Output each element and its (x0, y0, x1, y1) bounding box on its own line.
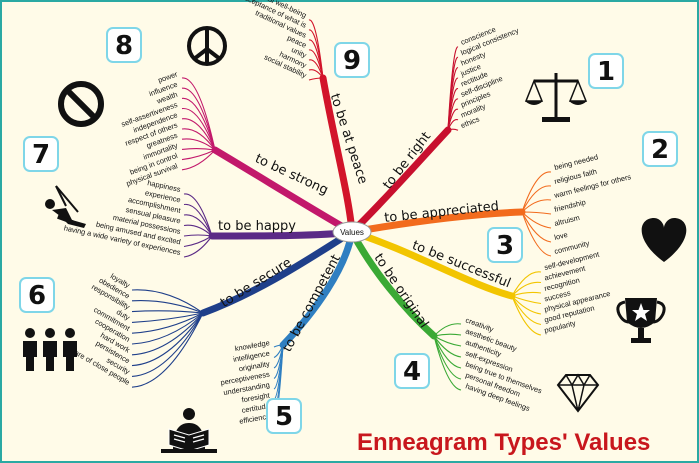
leaf-connector (308, 59, 324, 79)
leaf-connector (183, 214, 213, 237)
leaf-connector (433, 323, 462, 337)
leaf-connector (447, 108, 459, 131)
branch-1 (348, 126, 452, 236)
svg-text:5: 5 (275, 402, 293, 432)
scales-icon (524, 73, 588, 122)
type-number-1: 1 (588, 53, 624, 89)
leaf-connector (183, 193, 213, 237)
svg-text:3: 3 (496, 231, 514, 261)
center-label: Values (340, 228, 364, 237)
leaf-connector (131, 312, 204, 356)
leaf-connector (308, 77, 324, 81)
svg-text:4: 4 (403, 357, 421, 387)
branch-3 (348, 228, 516, 300)
leaf-connector (511, 281, 542, 297)
svg-text:9: 9 (343, 46, 361, 76)
leaf-connector (131, 312, 204, 323)
leaf-connector (433, 335, 462, 369)
leaf-connector (521, 211, 552, 215)
svg-text:7: 7 (32, 140, 50, 170)
leaf-connector (181, 147, 216, 151)
leaf-connector (181, 108, 216, 151)
leaf-connector (433, 335, 462, 347)
leaf-connector (521, 211, 552, 229)
type-number-6: 6 (19, 277, 55, 313)
leaf-connector (181, 149, 216, 171)
leaf-connector (521, 185, 552, 213)
branch-label-7: to be happy (218, 219, 296, 234)
type-number-5: 5 (266, 398, 302, 434)
leaf-connector (131, 300, 204, 314)
branch-9 (319, 74, 356, 236)
leaf-connector (521, 199, 552, 213)
leaf-connector (131, 289, 204, 314)
leaf-connector (511, 295, 542, 305)
leaf-connector (521, 171, 552, 213)
prohibited-icon (58, 81, 104, 127)
svg-text:6: 6 (28, 281, 46, 311)
value-label: love (553, 230, 568, 242)
svg-text:2: 2 (651, 135, 669, 165)
leaf-connector (183, 235, 213, 258)
heart-icon (641, 218, 687, 262)
leaf-connector (131, 312, 204, 345)
leaf-connector (511, 295, 542, 336)
svg-text:8: 8 (115, 31, 133, 61)
leaf-connector (181, 149, 216, 161)
peace-icon (187, 26, 227, 66)
type-number-3: 3 (487, 227, 523, 263)
page-title: Enneagram Types' Values (357, 429, 651, 456)
leaf-connector (521, 211, 552, 243)
type-number-7: 7 (23, 136, 59, 172)
leaf-connector (181, 87, 216, 151)
leaf-connector (131, 312, 204, 334)
type-number-2: 2 (642, 131, 678, 167)
leaf-connector (181, 138, 216, 151)
leaf-connector (181, 128, 216, 151)
type-number-9: 9 (334, 42, 370, 78)
trophy-icon (616, 298, 666, 343)
leaf-connector (511, 271, 542, 297)
leaf-connector (447, 118, 459, 131)
leaf-connector (183, 234, 213, 237)
leaf-connector (273, 344, 284, 348)
leaf-connector (131, 310, 204, 314)
branch-4 (348, 228, 438, 340)
leaf-connector (181, 97, 216, 151)
leaf-connector (131, 312, 204, 367)
type-number-8: 8 (106, 27, 142, 63)
reader-icon (161, 408, 217, 453)
center-node: Values (332, 221, 372, 243)
leaf-connector (308, 69, 324, 79)
leaf-connector (131, 312, 204, 377)
leaf-connector (433, 335, 462, 358)
diamond-icon (556, 373, 600, 413)
swing-icon (45, 185, 86, 228)
branch-2 (348, 208, 526, 236)
leaf-connector (183, 235, 213, 248)
leaf-connector (183, 224, 213, 237)
leaf-connector (511, 295, 542, 315)
leaf-connector (521, 211, 552, 257)
svg-text:1: 1 (597, 57, 615, 87)
leaf-connector (181, 118, 216, 151)
leaf-connector (131, 312, 204, 388)
type-number-4: 4 (394, 353, 430, 389)
leaf-connector (511, 291, 542, 297)
leaf-connector (433, 335, 462, 391)
branch-5 (279, 228, 356, 349)
leaf-connector (183, 203, 213, 237)
leaf-connector (511, 295, 542, 326)
leaf-connector (308, 49, 324, 79)
leaf-connector (447, 128, 459, 131)
group-icon (23, 328, 77, 371)
leaf-connector (433, 333, 462, 337)
